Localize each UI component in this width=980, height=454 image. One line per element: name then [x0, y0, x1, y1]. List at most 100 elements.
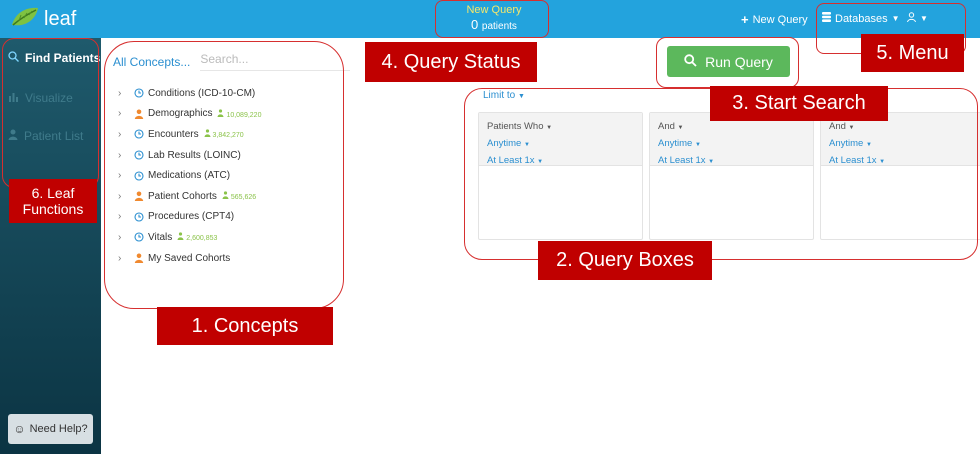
- user-menu[interactable]: ▼: [907, 12, 928, 25]
- patient-count-unit: patients: [481, 21, 517, 32]
- query-box-header: Patients Who ▼Anytime ▼ At Least 1x ▼: [479, 113, 642, 166]
- query-box-header: And ▼Anytime ▼At Least 1x ▼: [650, 113, 813, 166]
- time-label: Anytime: [829, 138, 864, 149]
- concept-search-input[interactable]: Search...: [200, 52, 351, 71]
- plus-icon: +: [741, 12, 749, 27]
- clock-icon: [134, 88, 148, 98]
- query-box[interactable]: Patients Who ▼Anytime ▼At Least 1x ▼: [478, 112, 643, 240]
- annotation-menu: 5. Menu: [861, 34, 964, 72]
- concept-label: Vitals: [148, 231, 173, 243]
- new-query-button[interactable]: + New Query: [741, 12, 808, 27]
- person-icon: [222, 191, 229, 201]
- caret-down-icon: ▼: [708, 159, 715, 165]
- query-box[interactable]: And ▼Anytime ▼At Least 1x ▼: [649, 112, 814, 240]
- concept-label: Medications (ATC): [148, 170, 231, 182]
- chevron-right-icon[interactable]: ›: [118, 128, 122, 140]
- chevron-right-icon[interactable]: ›: [118, 211, 122, 223]
- user-icon: [907, 12, 916, 25]
- chevron-right-icon[interactable]: ›: [118, 87, 122, 99]
- sidebar-item-visualize[interactable]: Visualize: [8, 91, 73, 105]
- caret-down-icon: ▼: [518, 93, 525, 100]
- sidebar-item-find-patients[interactable]: Find Patients: [8, 51, 100, 65]
- annotation-leaf-functions: 6. Leaf Functions: [9, 179, 97, 223]
- concept-tree: › Conditions (ICD-10-CM) › Demographics 10,…: [118, 83, 261, 268]
- app-logo[interactable]: leaf: [10, 5, 76, 34]
- sidebar-item-label: Visualize: [25, 91, 73, 105]
- concept-item[interactable]: ›Vitals 2,600,853: [118, 227, 261, 248]
- time-dropdown[interactable]: Anytime ▼: [829, 136, 973, 153]
- run-query-button[interactable]: Run Query: [667, 46, 790, 77]
- frequency-label: At Least 1x: [658, 155, 706, 166]
- frequency-dropdown[interactable]: At Least 1x ▼: [658, 153, 805, 170]
- limit-to-dropdown[interactable]: Limit to ▼: [483, 90, 525, 101]
- concept-count: 565,626: [230, 194, 257, 202]
- need-help-label: Need Help?: [29, 423, 88, 435]
- start-search-outline: [656, 37, 799, 88]
- person-icon: [204, 129, 211, 139]
- query-status-title: New Query: [466, 4, 522, 16]
- concept-label: Lab Results (LOINC): [148, 149, 241, 161]
- chevron-right-icon[interactable]: ›: [118, 108, 122, 120]
- time-dropdown[interactable]: Anytime ▼: [658, 136, 805, 153]
- leaf-functions-outline: [2, 38, 99, 188]
- inclusion-label: Patients Who: [487, 121, 544, 132]
- clock-icon: [134, 129, 148, 140]
- limit-to-label: Limit to: [483, 90, 516, 101]
- person-icon: [134, 253, 148, 264]
- patient-count-badge: 3,842,270: [204, 129, 244, 139]
- databases-menu[interactable]: Databases ▼: [822, 12, 900, 25]
- concept-item[interactable]: ›Encounters 3,842,270: [118, 124, 261, 145]
- clock-icon: [134, 150, 148, 160]
- leaf-icon: [10, 5, 40, 34]
- chevron-right-icon[interactable]: ›: [118, 170, 122, 182]
- annotation-query-status: 4. Query Status: [365, 42, 537, 82]
- inclusion-dropdown[interactable]: And ▼: [829, 119, 973, 136]
- clock-icon: [134, 232, 148, 243]
- person-icon: [134, 109, 148, 119]
- caret-down-icon: ▼: [848, 125, 855, 131]
- query-box[interactable]: And ▼Anytime ▼At Least 1x ▼: [820, 112, 980, 240]
- sidebar-item-patient-list[interactable]: Patient List: [8, 129, 83, 143]
- need-help-button[interactable]: ☺ Need Help?: [8, 414, 93, 444]
- person-icon: [8, 129, 18, 143]
- search-icon: [8, 51, 19, 65]
- frequency-dropdown[interactable]: At Least 1x ▼: [829, 153, 973, 170]
- time-dropdown[interactable]: Anytime ▼: [487, 136, 634, 153]
- inclusion-label: And: [658, 121, 675, 132]
- concept-label: Demographics: [148, 108, 213, 120]
- person-icon: [134, 191, 148, 202]
- chevron-down-icon: ▼: [920, 14, 928, 23]
- frequency-label: At Least 1x: [487, 155, 535, 166]
- clock-icon: [134, 212, 148, 222]
- frequency-label: At Least 1x: [829, 155, 877, 166]
- concept-item[interactable]: › Medications (ATC): [118, 165, 261, 186]
- concept-label: Conditions (ICD-10-CM): [148, 87, 256, 99]
- inclusion-dropdown[interactable]: Patients Who ▼: [487, 119, 634, 136]
- patient-count-badge: 565,626: [222, 191, 256, 201]
- chevron-right-icon[interactable]: ›: [118, 231, 122, 243]
- concept-item[interactable]: ›Procedures (CPT4): [118, 207, 261, 228]
- concept-item[interactable]: › Conditions (ICD-10-CM): [118, 83, 261, 104]
- concept-item[interactable]: › Demographics 10,089,220: [118, 104, 261, 125]
- chevron-right-icon[interactable]: ›: [118, 252, 122, 264]
- sidebar-item-label: Patient List: [24, 129, 84, 143]
- concept-count: 10,089,220: [226, 111, 262, 119]
- query-status: New Query 0 patients: [440, 4, 548, 32]
- app-name: leaf: [44, 8, 77, 30]
- inclusion-dropdown[interactable]: And ▼: [658, 119, 805, 136]
- search-icon: [684, 53, 697, 70]
- chevron-right-icon[interactable]: ›: [118, 149, 122, 161]
- caret-down-icon: ▼: [546, 125, 553, 131]
- chevron-down-icon: ▼: [891, 14, 900, 23]
- annotation-start-search: 3. Start Search: [710, 86, 888, 121]
- query-box-header: And ▼Anytime ▼ At Least 1x ▼: [821, 113, 980, 166]
- chevron-right-icon[interactable]: ›: [118, 190, 122, 202]
- concept-item[interactable]: ›Patient Cohorts 565,626: [118, 186, 261, 207]
- frequency-dropdown[interactable]: At Least 1x ▼: [487, 153, 634, 170]
- caret-down-icon: ▼: [694, 142, 701, 148]
- concept-item[interactable]: ›My Saved Cohorts: [118, 248, 261, 269]
- concept-item[interactable]: › Lab Results (LOINC): [118, 145, 261, 166]
- concepts-outline: [104, 41, 344, 309]
- database-icon: [822, 12, 831, 25]
